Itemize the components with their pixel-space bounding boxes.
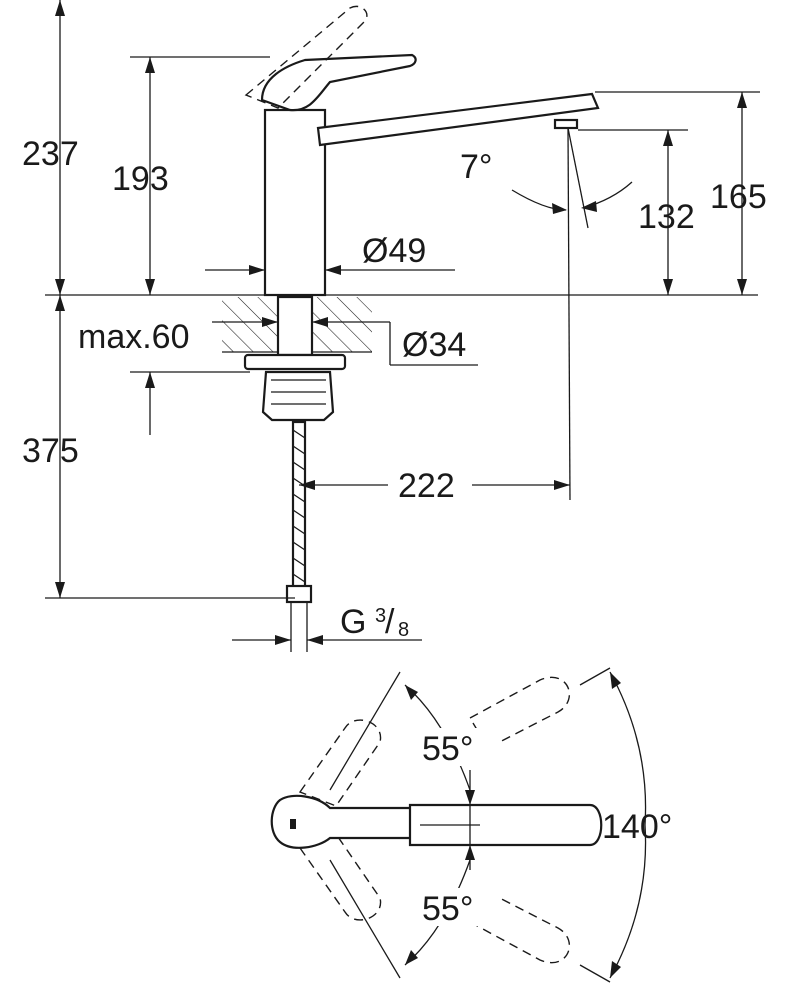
dim-222-label-bg [388, 462, 472, 502]
mounting-shank [276, 295, 314, 357]
thread-slash: / [385, 603, 395, 641]
angle-140-label: 140° [602, 808, 672, 846]
hose-braid [292, 429, 306, 583]
arc-140-arrow-bottom [610, 961, 621, 978]
thread-dim-arrow-left [275, 635, 291, 645]
side-view: 237 193 165 132 7° Ø49 [22, 0, 767, 652]
max60-label: max.60 [78, 318, 190, 356]
lever [260, 53, 417, 112]
angle-55-top-label: 55° [422, 730, 473, 768]
nut-ridges [271, 379, 326, 405]
radial-line-top-left [329, 671, 401, 791]
axis-arrow-bottom [465, 845, 475, 860]
label-55-bottom-bg [418, 888, 498, 926]
radial-line-top-right [579, 667, 611, 686]
dim-237-label: 237 [22, 135, 79, 173]
dim-375-arrow-top [55, 295, 65, 311]
thread-denominator: 8 [398, 619, 409, 641]
radial-line-bottom-right [579, 964, 611, 983]
label-55-top-bg [418, 728, 498, 766]
dim-375-arrow-bottom [55, 582, 65, 598]
spout [316, 92, 600, 147]
arc-140-arrow-top [610, 672, 621, 689]
arc-140 [609, 671, 647, 979]
angle-arrow-left [552, 203, 567, 214]
lever-raised-outline [244, 5, 368, 109]
spout-top-view [408, 803, 603, 847]
outlet-axis-line [567, 127, 571, 501]
dim-132-arrow-bottom [663, 279, 673, 295]
dim-237-arrow-top [55, 0, 65, 16]
lever-left-dashed [298, 719, 382, 807]
lever-left-dashed-bottom [298, 833, 382, 921]
top-view: 55° 55° 140° [270, 667, 672, 983]
arc-55-bottom-arrow [405, 950, 418, 965]
angle-55-bottom-label: 55° [422, 890, 473, 928]
dim-193-label: 193 [112, 160, 169, 198]
thread-dim-arrow-right [307, 635, 323, 645]
angle-arrow-right [581, 201, 597, 212]
radial-line-bottom-left [329, 859, 401, 979]
dim-237-arrow-bottom [55, 279, 65, 295]
thread-numerator: 3 [375, 605, 386, 627]
faucet-body [263, 108, 327, 297]
axis-arrow-top [465, 790, 475, 805]
plate-ref-arrow [145, 372, 155, 388]
arc-55-top-arrow [405, 685, 418, 700]
dim-222-arrow-right [554, 480, 570, 490]
dia-49-label: Ø49 [362, 232, 426, 270]
dim-375-label: 375 [22, 432, 79, 470]
dim-132-label: 132 [638, 198, 695, 236]
dim-193-arrow-bottom [145, 279, 155, 295]
hose-connector [285, 584, 313, 604]
max60-arrow [262, 317, 278, 327]
dim-222-label: 222 [398, 467, 455, 505]
dia-49-arrow-right [325, 265, 341, 275]
dim-165-arrow-top [737, 92, 747, 108]
dim-165-arrow-bottom [737, 279, 747, 295]
dim-165-label: 165 [710, 178, 767, 216]
fixing-nut [261, 370, 335, 422]
outlet-angle-line [567, 127, 589, 229]
dia-49-arrow-left [249, 265, 265, 275]
fixing-plate [243, 353, 347, 371]
dim-222-arrow-left [299, 480, 315, 490]
dia-34-label: Ø34 [402, 326, 466, 364]
lever-right-dashed-top [469, 676, 570, 749]
dim-193-arrow-top [145, 57, 155, 73]
lever-indicator [290, 819, 296, 829]
dim-132-arrow-top [663, 130, 673, 146]
aerator [553, 118, 579, 130]
thread-base-label: G [340, 603, 366, 641]
lever-right-dashed-bottom [469, 891, 570, 964]
dia-34-arrow [312, 317, 328, 327]
angle-7-label: 7° [460, 148, 493, 186]
